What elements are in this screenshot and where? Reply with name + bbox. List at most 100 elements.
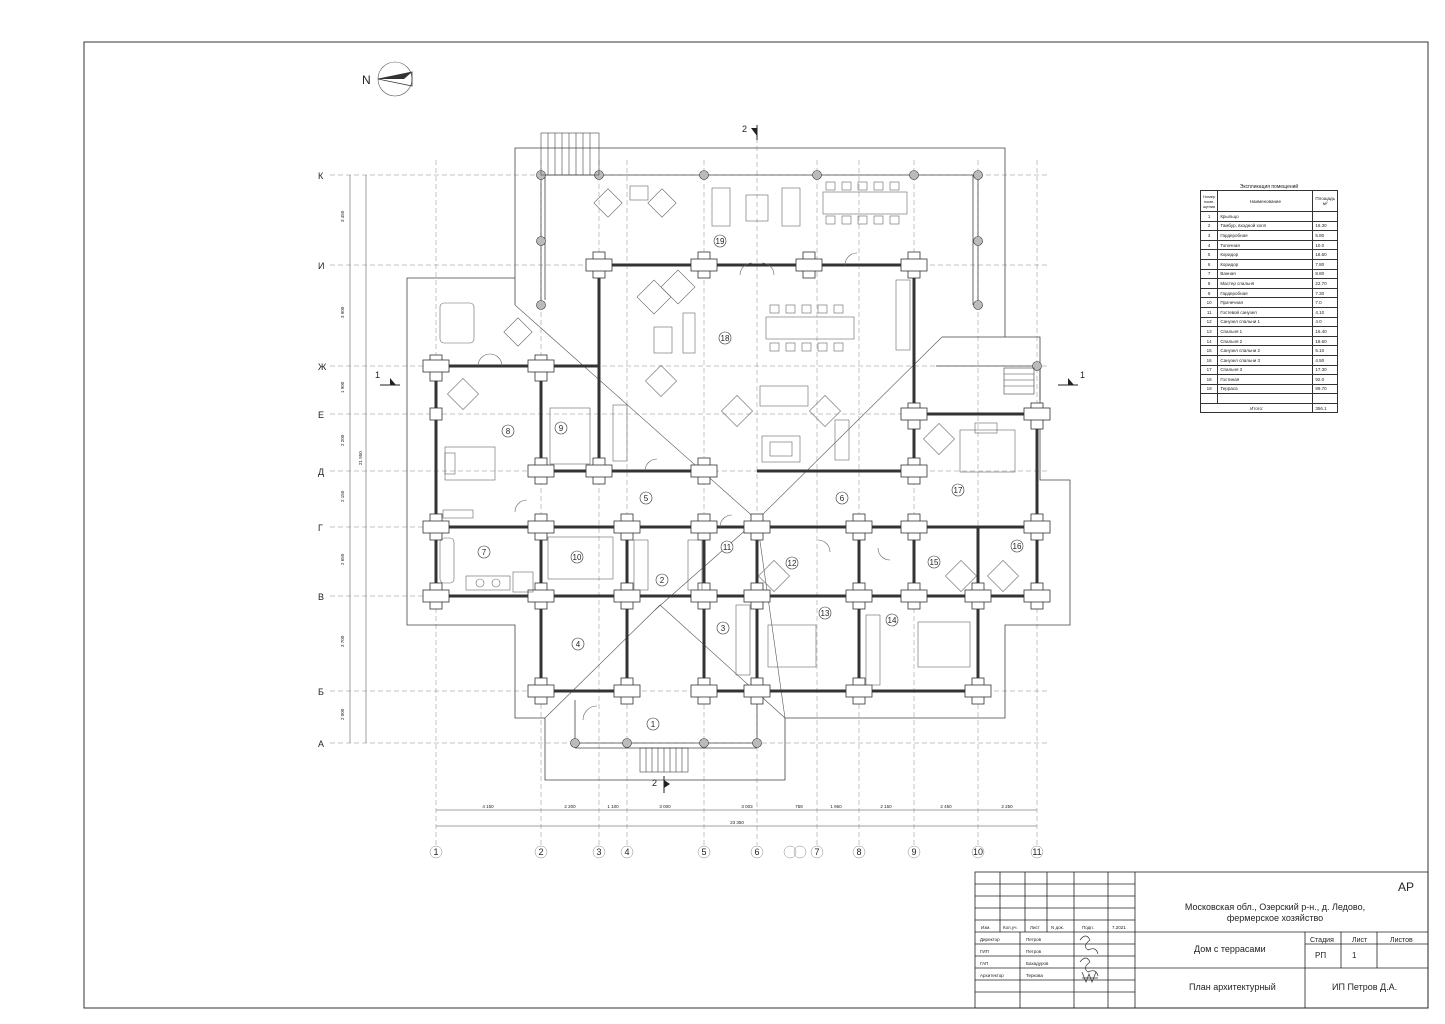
expl-room-no: 10 xyxy=(1199,297,1219,308)
expl-room-name: Санузел спальни 1 xyxy=(1217,316,1314,328)
expl-room-area: 8.80 xyxy=(1312,268,1338,280)
hip-lines xyxy=(514,304,943,719)
tb-sheet: 1 xyxy=(1352,951,1357,960)
row-dimension-lines xyxy=(349,175,367,743)
row-dim: 3 900 xyxy=(340,306,345,318)
tb-sheets-label: Листов xyxy=(1390,937,1413,944)
section-marks: 1 1 2 2 xyxy=(375,124,1085,793)
expl-room-area: 92.0 xyxy=(1312,374,1338,385)
expl-room-area: 7.80 xyxy=(1312,258,1338,270)
tb-date: 7.2021 xyxy=(1112,925,1126,930)
row-axis-b: Б xyxy=(318,687,324,697)
tb-head-sign: Подп. xyxy=(1082,925,1094,930)
tb-person: Петров xyxy=(1026,937,1042,942)
title-block-main-text: АР Дом с террасами План архитектурный ИП… xyxy=(1189,880,1414,992)
room-number: 3 xyxy=(721,624,726,633)
expl-room-no: 15 xyxy=(1199,345,1219,356)
room-number: 14 xyxy=(888,616,897,625)
section-1-right: 1 xyxy=(1080,370,1085,380)
tb-code: АР xyxy=(1398,880,1414,894)
expl-col-area: Площадь м² xyxy=(1312,190,1338,212)
room-number: 1 xyxy=(651,720,656,729)
room-number: 5 xyxy=(644,494,649,503)
expl-room-no: 13 xyxy=(1199,326,1219,337)
tb-role: Директор xyxy=(980,937,1000,942)
col-dimension-lines xyxy=(436,809,1037,827)
row-axis-e: Е xyxy=(318,410,324,420)
room-number: 15 xyxy=(930,558,939,567)
expl-room-area: 18.60 xyxy=(1312,335,1338,347)
tb-person: Теркова xyxy=(1026,973,1043,978)
expl-room-no: 8 xyxy=(1199,278,1219,289)
room-number: 11 xyxy=(723,543,732,552)
sheet-frame xyxy=(83,41,1429,1009)
expl-room-no: 3 xyxy=(1199,230,1219,241)
expl-room-area xyxy=(1312,393,1338,404)
room-number: 8 xyxy=(506,427,511,436)
tb-head-doc: N док. xyxy=(1051,925,1064,930)
expl-room-name: Гардеробная xyxy=(1217,230,1314,241)
expl-room-area xyxy=(1312,211,1338,222)
expl-room-no: 1 xyxy=(1199,211,1219,222)
north-label: N xyxy=(362,73,371,87)
north-arrow-icon: N xyxy=(362,61,413,97)
col-axis-1: 1 xyxy=(433,847,438,857)
expl-room-no: 9 xyxy=(1199,287,1219,299)
col-dim: 2 150 xyxy=(880,804,892,809)
expl-room-name: Терраса xyxy=(1217,383,1314,395)
expl-room-name: Спальня 3 xyxy=(1217,364,1314,376)
room-number: 17 xyxy=(954,486,963,495)
terrace-posts xyxy=(536,170,1042,748)
room-number: 10 xyxy=(573,553,582,562)
room-number: 13 xyxy=(821,609,830,618)
room-number: 2 xyxy=(660,576,665,585)
expl-room-area: 4.0 xyxy=(1312,316,1338,328)
col-dim: 3 003 xyxy=(741,804,753,809)
row-dimensions: 3 450 3 900 1 900 2 200 2 150 2 650 3 70… xyxy=(340,210,363,720)
expl-room-no: 19 xyxy=(1199,383,1219,395)
expl-room-name xyxy=(1217,393,1314,404)
stairs xyxy=(540,132,1035,773)
row-dim: 1 900 xyxy=(340,381,345,393)
walls xyxy=(434,255,1039,693)
col-axis-2: 2 xyxy=(538,847,543,857)
section-2-top: 2 xyxy=(742,124,747,134)
row-axis-g: Г xyxy=(318,523,323,533)
expl-room-no: 5 xyxy=(1199,249,1219,260)
row-dim: 3 450 xyxy=(340,210,345,222)
tb-sheet-label: Лист xyxy=(1352,937,1368,944)
col-dim: 3 000 xyxy=(659,804,671,809)
col-dim: 1 100 xyxy=(607,804,619,809)
tb-role: ГИП xyxy=(980,949,989,954)
expl-room-area: 5.80 xyxy=(1312,230,1338,241)
signature-marks xyxy=(1079,935,1099,983)
room-number: 9 xyxy=(559,424,564,433)
tb-person: Петров xyxy=(1026,949,1042,954)
tb-role: Архитектор xyxy=(980,973,1004,978)
title-block xyxy=(974,871,1429,1009)
row-dim: 2 200 xyxy=(340,434,345,446)
expl-total-label: Итого: xyxy=(1199,402,1314,414)
section-1-left: 1 xyxy=(375,370,380,380)
expl-col-name: Наименование xyxy=(1217,190,1314,212)
expl-room-name: Гостиная xyxy=(1217,374,1314,385)
expl-room-area: 4.10 xyxy=(1312,306,1338,318)
axis-grid xyxy=(330,130,1050,845)
expl-room-name: Гостевой санузел xyxy=(1217,306,1314,318)
expl-room-no: 18 xyxy=(1199,374,1219,385)
col-dim: 758 xyxy=(795,804,803,809)
expl-col-no: Номер поме- щения xyxy=(1199,190,1219,212)
row-axis-d: Д xyxy=(318,467,324,477)
col-axis-3: 3 xyxy=(596,847,601,857)
row-dim: 2 650 xyxy=(340,553,345,565)
expl-room-name: Коридор xyxy=(1217,258,1314,270)
expl-room-no: 12 xyxy=(1199,316,1219,328)
roof-outline xyxy=(406,147,1071,781)
